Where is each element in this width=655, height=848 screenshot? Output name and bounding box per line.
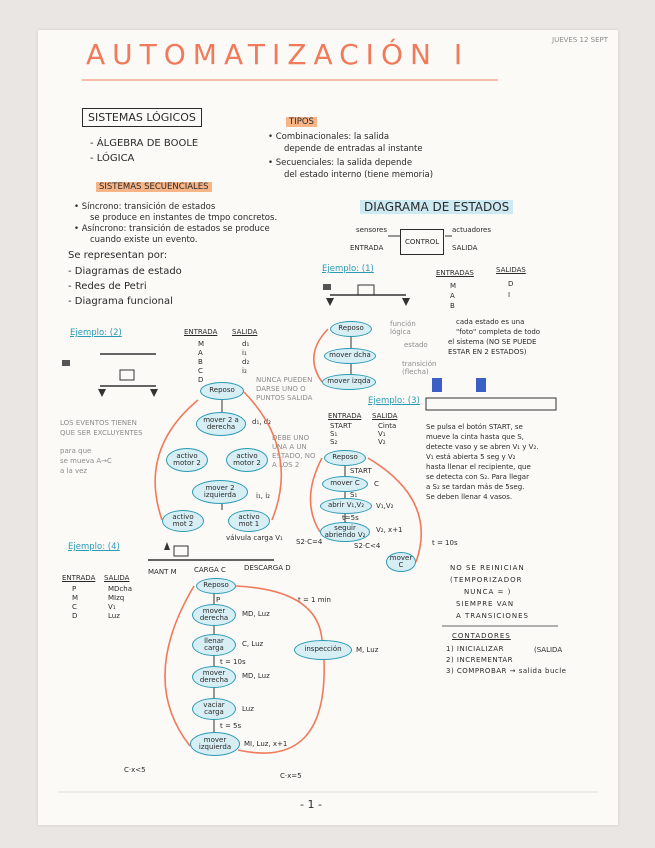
ej4-marker (164, 542, 170, 550)
ej2-button-m (62, 360, 70, 366)
ej4-cart (174, 546, 188, 556)
ej3-loop-left (310, 458, 322, 532)
ej1-button-m (323, 284, 331, 290)
notebook-page: AUTOMATIZACIÓN I JUEVES 12 SEPT SISTEMAS… (38, 30, 618, 825)
ej3-loop-right (368, 458, 421, 562)
ej1-sensor-a (326, 298, 334, 306)
ej2-sensor-d (150, 389, 158, 397)
ej2-sensor-c (98, 389, 106, 397)
ej2-loop-left (155, 400, 198, 520)
ej4-loop-inspect-in (238, 660, 324, 753)
ej4-loop-left (165, 586, 194, 746)
ej2-loop-right (244, 392, 281, 520)
sketch-overlay (38, 30, 618, 825)
ej1-cart (358, 285, 374, 295)
ej2-cart (120, 370, 134, 380)
ej3-conveyor (426, 398, 556, 410)
ej3-glass-1 (432, 378, 442, 392)
ej4-loop-inspect-out (236, 586, 322, 640)
ej3-glass-2 (476, 378, 486, 392)
ej1-sensor-b (402, 298, 410, 306)
ej1-loop-arrow (314, 329, 328, 382)
